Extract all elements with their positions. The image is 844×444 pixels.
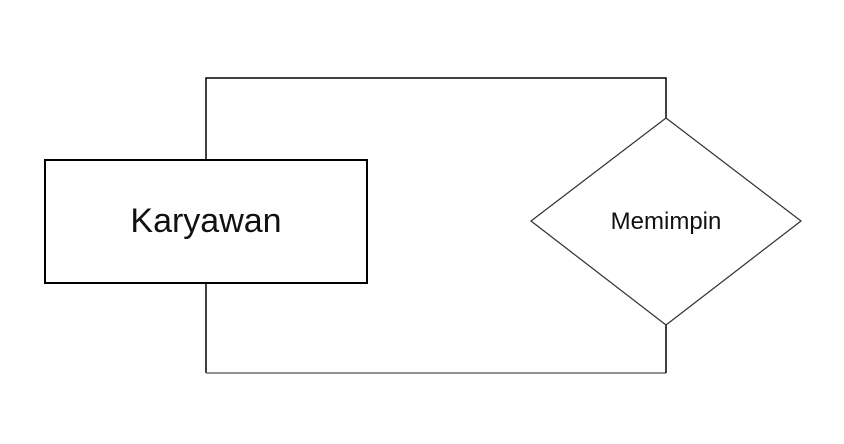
- top-connector-line: [205, 77, 667, 160]
- relationship-diamond-shape: [530, 117, 802, 326]
- entity-rectangle-shape: [44, 159, 368, 284]
